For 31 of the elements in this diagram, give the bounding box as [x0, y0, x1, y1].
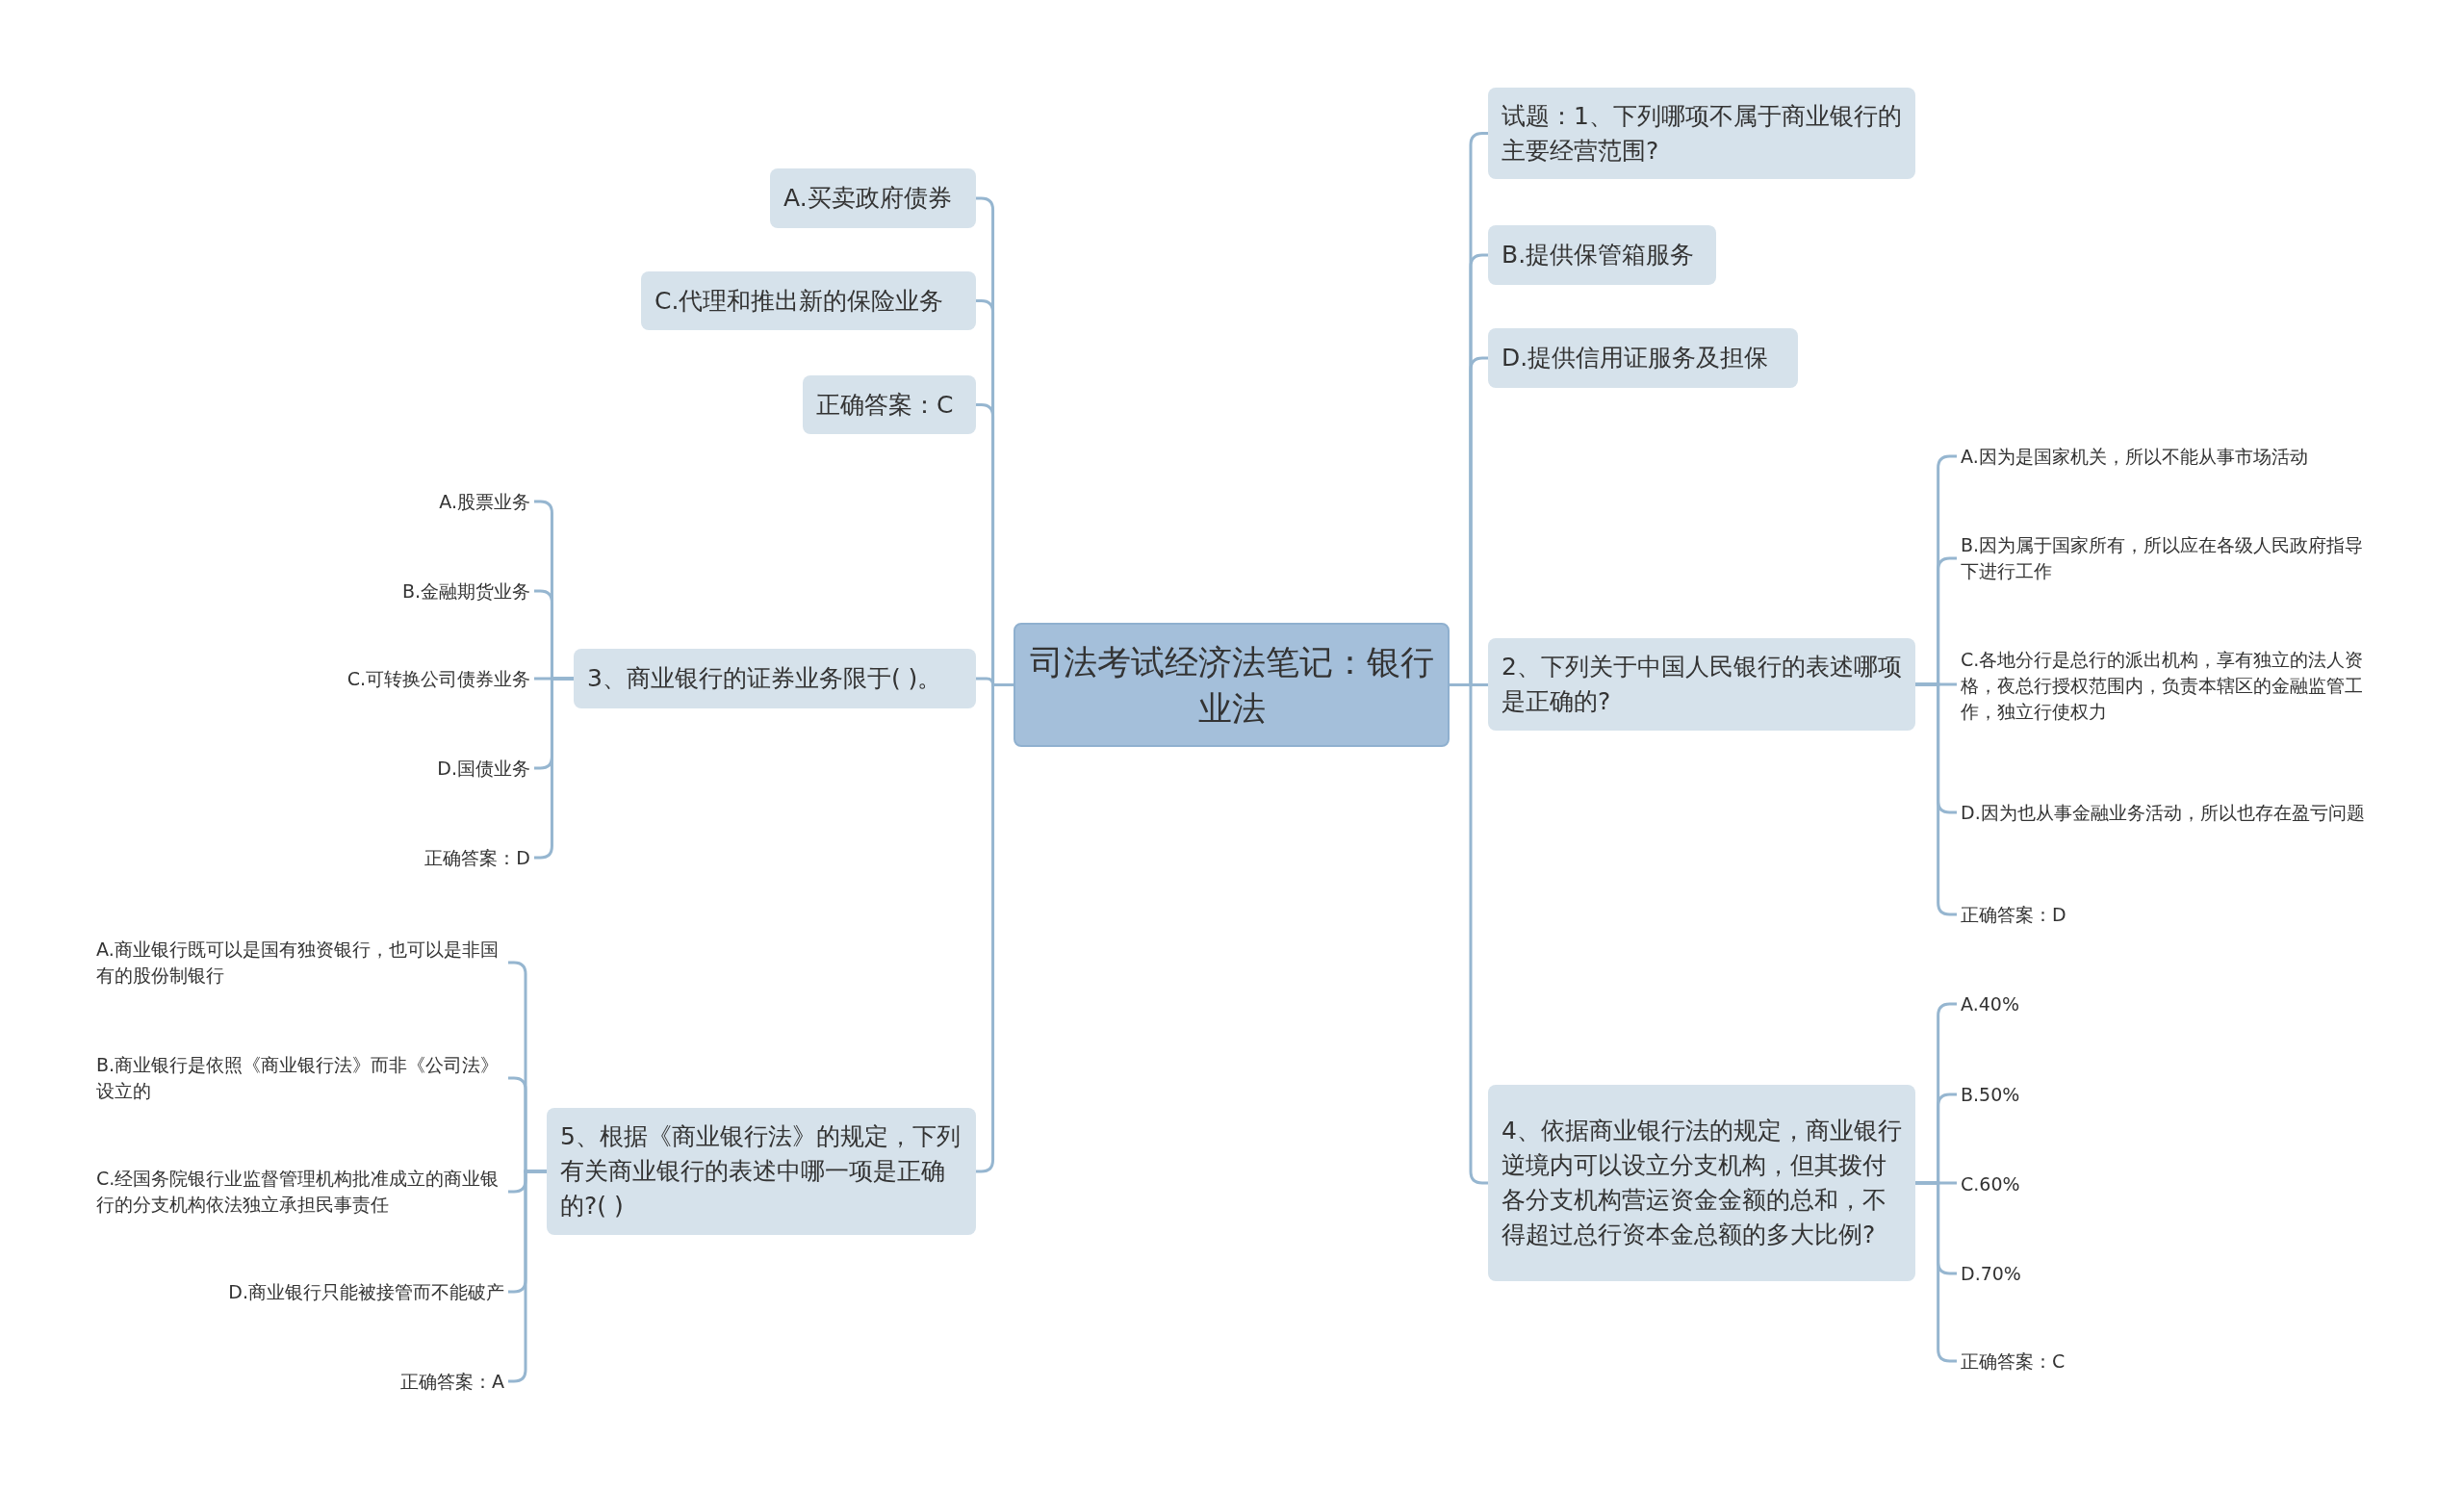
option-text: C.可转换公司债券业务: [343, 663, 534, 694]
option-text: B.因为属于国家所有，所以应在各级人民政府指导下进行工作: [1957, 530, 2380, 586]
option-text: A.40%: [1957, 989, 2023, 1019]
topic-box: 3、商业银行的证券业务限于( )。: [574, 649, 976, 708]
topic-box: C.代理和推出新的保险业务: [641, 271, 976, 330]
option-text: 正确答案：A: [397, 1366, 508, 1397]
option-text: C.经国务院银行业监督管理机构批准成立的商业银行的分支机构依法独立承担民事责任: [92, 1164, 508, 1220]
topic-box: D.提供信用证服务及担保: [1488, 328, 1798, 388]
topic-box: 正确答案：C: [803, 375, 976, 434]
option-text: B.50%: [1957, 1079, 2024, 1110]
central-topic-box: 司法考试经济法笔记：银行业法: [1014, 623, 1450, 747]
option-text: B.商业银行是依照《商业银行法》而非《公司法》设立的: [92, 1050, 508, 1106]
topic-box: A.买卖政府债券: [770, 168, 976, 228]
topic-box: B.提供保管箱服务: [1488, 225, 1716, 285]
option-text: D.国债业务: [433, 753, 534, 784]
option-text: A.商业银行既可以是国有独资银行，也可以是非国有的股份制银行: [92, 935, 508, 990]
topic-box: 试题：1、下列哪项不属于商业银行的主要经营范围?: [1488, 88, 1915, 179]
option-text: A.股票业务: [435, 486, 534, 517]
option-text: 正确答案：C: [1957, 1346, 2069, 1376]
option-text: A.因为是国家机关，所以不能从事市场活动: [1957, 441, 2312, 472]
option-text: 正确答案：D: [1957, 899, 2070, 930]
option-text: D.商业银行只能被接管而不能破产: [224, 1276, 508, 1307]
topic-box: 2、下列关于中国人民银行的表述哪项是正确的?: [1488, 638, 1915, 731]
option-text: C.60%: [1957, 1169, 2024, 1199]
option-text: D.70%: [1957, 1258, 2025, 1289]
option-text: B.金融期货业务: [398, 576, 534, 606]
option-text: D.因为也从事金融业务活动，所以也存在盈亏问题: [1957, 797, 2369, 828]
topic-box: 4、依据商业银行法的规定，商业银行逆境内可以设立分支机构，但其拨付各分支机构营运资金金额的总和，不得超过总行资本金总额的多大比例?: [1488, 1085, 1915, 1281]
option-text: 正确答案：D: [421, 842, 534, 873]
topic-box: 5、根据《商业银行法》的规定，下列有关商业银行的表述中哪一项是正确的?( ): [547, 1108, 976, 1235]
option-text: C.各地分行是总行的派出机构，享有独立的法人资格，夜总行授权范围内，负责本辖区的金融监管工作，独立行使权力: [1957, 644, 2380, 727]
